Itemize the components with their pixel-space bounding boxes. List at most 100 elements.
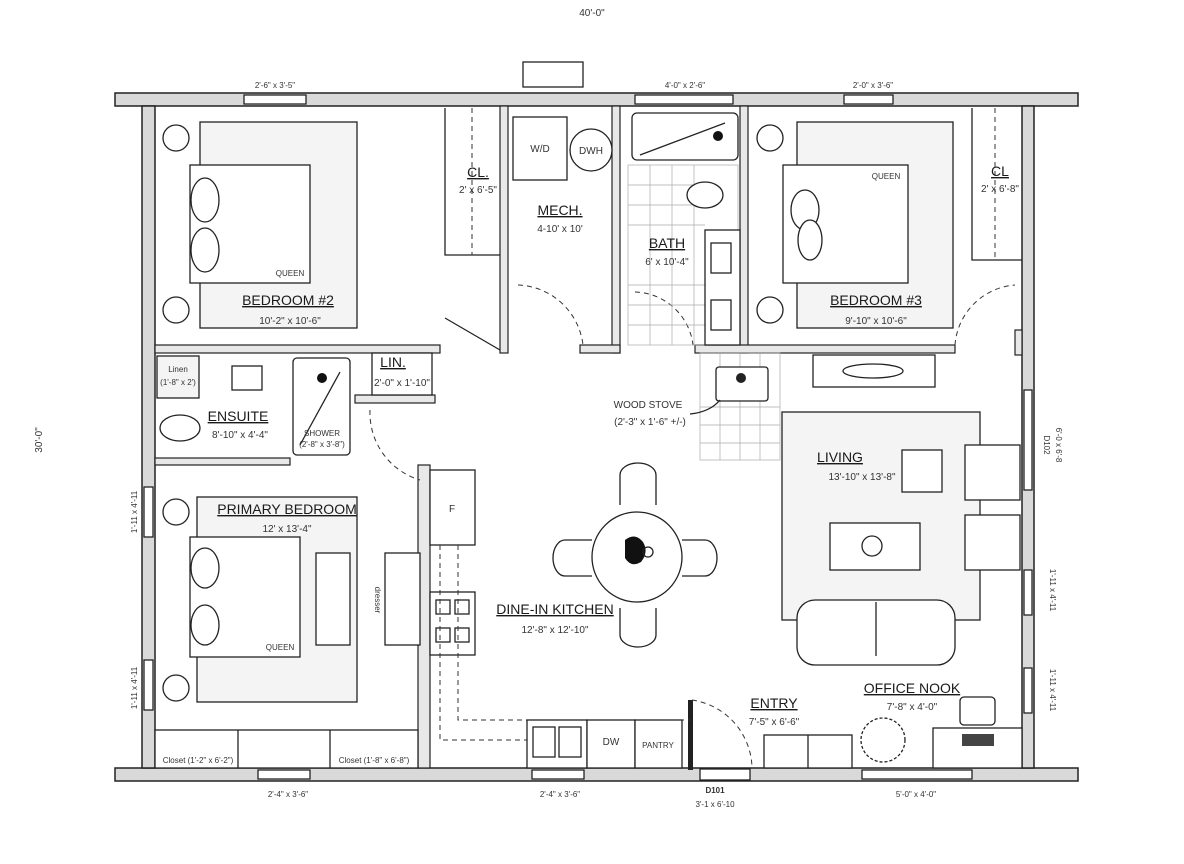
window-top-1-size: 2'-6" x 3'-5" xyxy=(255,81,295,90)
window-bottom-3 xyxy=(861,769,973,780)
front-door-leaf[interactable] xyxy=(688,700,693,770)
counter-edge-inner xyxy=(457,545,690,721)
ensuite-size: 8'-10" x 4'-4" xyxy=(212,430,268,441)
primary-closets xyxy=(154,729,419,769)
washer-dryer xyxy=(512,116,568,181)
window-top-1 xyxy=(243,94,307,105)
bedroom2-name: BEDROOM #2 xyxy=(242,292,334,308)
closet2-wall xyxy=(444,108,500,256)
primary-door-swing xyxy=(369,409,421,481)
entry-size: 7'-5" x 6'-6" xyxy=(749,717,800,728)
window-right-1 xyxy=(1023,569,1033,616)
office-chair xyxy=(959,696,996,726)
bedroom2-size: 10'-2" x 10'-6" xyxy=(259,316,321,327)
closet-b-label: Closet (1'-8" x 6'-8") xyxy=(339,756,410,765)
side-door-d102[interactable] xyxy=(1023,389,1033,491)
fridge-label: F xyxy=(449,504,455,515)
window-top-3 xyxy=(843,94,894,105)
stove-flue-icon xyxy=(736,373,746,383)
window-bottom-2-size: 2'-4" x 3'-6" xyxy=(540,790,580,799)
sink-icon xyxy=(710,299,732,331)
sink-icon xyxy=(710,242,732,274)
wood-stove xyxy=(715,366,769,402)
overall-depth-dimension: 30'-0" xyxy=(34,427,45,453)
exterior-wall-top xyxy=(114,92,1079,107)
ottoman xyxy=(901,449,943,493)
centerpiece-icon xyxy=(642,546,654,558)
nightstand-lamp-icon xyxy=(756,296,784,324)
wall-bath-east xyxy=(739,105,749,354)
window-left-1 xyxy=(143,486,154,538)
window-left-2 xyxy=(143,659,154,711)
centerpiece-icon xyxy=(625,536,646,565)
wood-stove-size: (2'-3" x 1'-6" +/-) xyxy=(614,417,686,428)
closet3-name: CL xyxy=(991,163,1009,179)
washer-dryer-label: W/D xyxy=(530,144,549,155)
window-right-2 xyxy=(1023,667,1033,714)
window-bottom-1-size: 2'-4" x 3'-6" xyxy=(268,790,308,799)
window-top-2-size: 4'-0" x 2'-6" xyxy=(665,81,705,90)
wall-ensuite-south xyxy=(154,457,291,466)
closet3-wall xyxy=(971,108,1022,261)
office-name: OFFICE NOOK xyxy=(864,680,961,696)
front-door-tag: D101 xyxy=(705,786,725,795)
linen-cabinet xyxy=(156,355,200,399)
shower-size: (2'-8" x 3'-8") xyxy=(299,440,345,449)
front-door-size: 3'-1 x 6'-10 xyxy=(695,800,735,809)
chimney-box xyxy=(522,61,584,88)
nightstand-lamp-icon xyxy=(162,296,190,324)
living-name: LIVING xyxy=(817,449,863,465)
counter-edge-outer xyxy=(439,545,527,741)
front-door-opening xyxy=(699,768,751,781)
nightstand-lamp-icon xyxy=(162,674,190,702)
front-door-swing xyxy=(691,699,753,769)
window-right-1-size: 1'-11 x 4'-11 xyxy=(1048,569,1057,612)
bench xyxy=(315,552,351,646)
dresser-label: dresser xyxy=(373,587,382,614)
dining-chair xyxy=(682,539,718,577)
burner-icons xyxy=(435,599,470,643)
pillow-icon xyxy=(190,227,220,273)
window-left-1-size: 1'-11 x 4'-11 xyxy=(130,490,139,533)
wood-stove-leader xyxy=(689,399,721,415)
wall-mech-west xyxy=(499,105,509,354)
closet3-size: 2' x 6'-8" xyxy=(981,184,1019,195)
water-heater-label: DWH xyxy=(579,146,603,157)
window-right-2-size: 1'-11 x 4'-11 xyxy=(1048,669,1057,712)
kitchen-name: DINE-IN KITCHEN xyxy=(496,601,613,617)
side-door-size: 6'-0 x 6'-8 xyxy=(1054,428,1063,463)
wall-bed2-south xyxy=(154,344,441,354)
linen-closet xyxy=(371,352,433,396)
wall-bed3-south xyxy=(694,344,956,354)
mech-size: 4-10' x 10' xyxy=(537,224,583,235)
ensuite-linen-size: (1'-8" x 2') xyxy=(160,378,196,387)
mech-door-swing xyxy=(517,284,584,346)
plant-bowl-icon xyxy=(861,535,883,557)
pillow-icon xyxy=(797,219,823,261)
bathtub-slope xyxy=(639,122,726,156)
office-size: 7'-8" x 4'-0" xyxy=(887,702,938,713)
pantry-label: PANTRY xyxy=(642,741,674,750)
primary-name: PRIMARY BEDROOM xyxy=(217,501,357,517)
dining-chair xyxy=(619,462,657,505)
closet2-name: CL. xyxy=(467,164,489,180)
nightstand-lamp-icon xyxy=(756,124,784,152)
refrigerator xyxy=(429,469,476,546)
sink-icon xyxy=(231,365,263,391)
bath-name: BATH xyxy=(649,235,685,251)
kitchen-sink xyxy=(526,719,588,769)
range xyxy=(429,591,476,656)
window-left-2-size: 1'-11 x 4'-11 xyxy=(130,666,139,709)
window-top-2 xyxy=(634,94,734,105)
mech-name: MECH. xyxy=(537,202,582,218)
wood-stove-name: WOOD STOVE xyxy=(614,400,683,411)
shower-label: SHOWER xyxy=(304,429,340,438)
dresser xyxy=(384,552,421,646)
armchair xyxy=(964,514,1021,571)
bed2-door-leaf[interactable] xyxy=(444,317,501,351)
bath-door-swing xyxy=(634,291,694,346)
nightstand-lamp-icon xyxy=(162,498,190,526)
pantry[interactable] xyxy=(634,719,683,769)
bedroom3-size: 9'-10" x 10'-6" xyxy=(845,316,907,327)
